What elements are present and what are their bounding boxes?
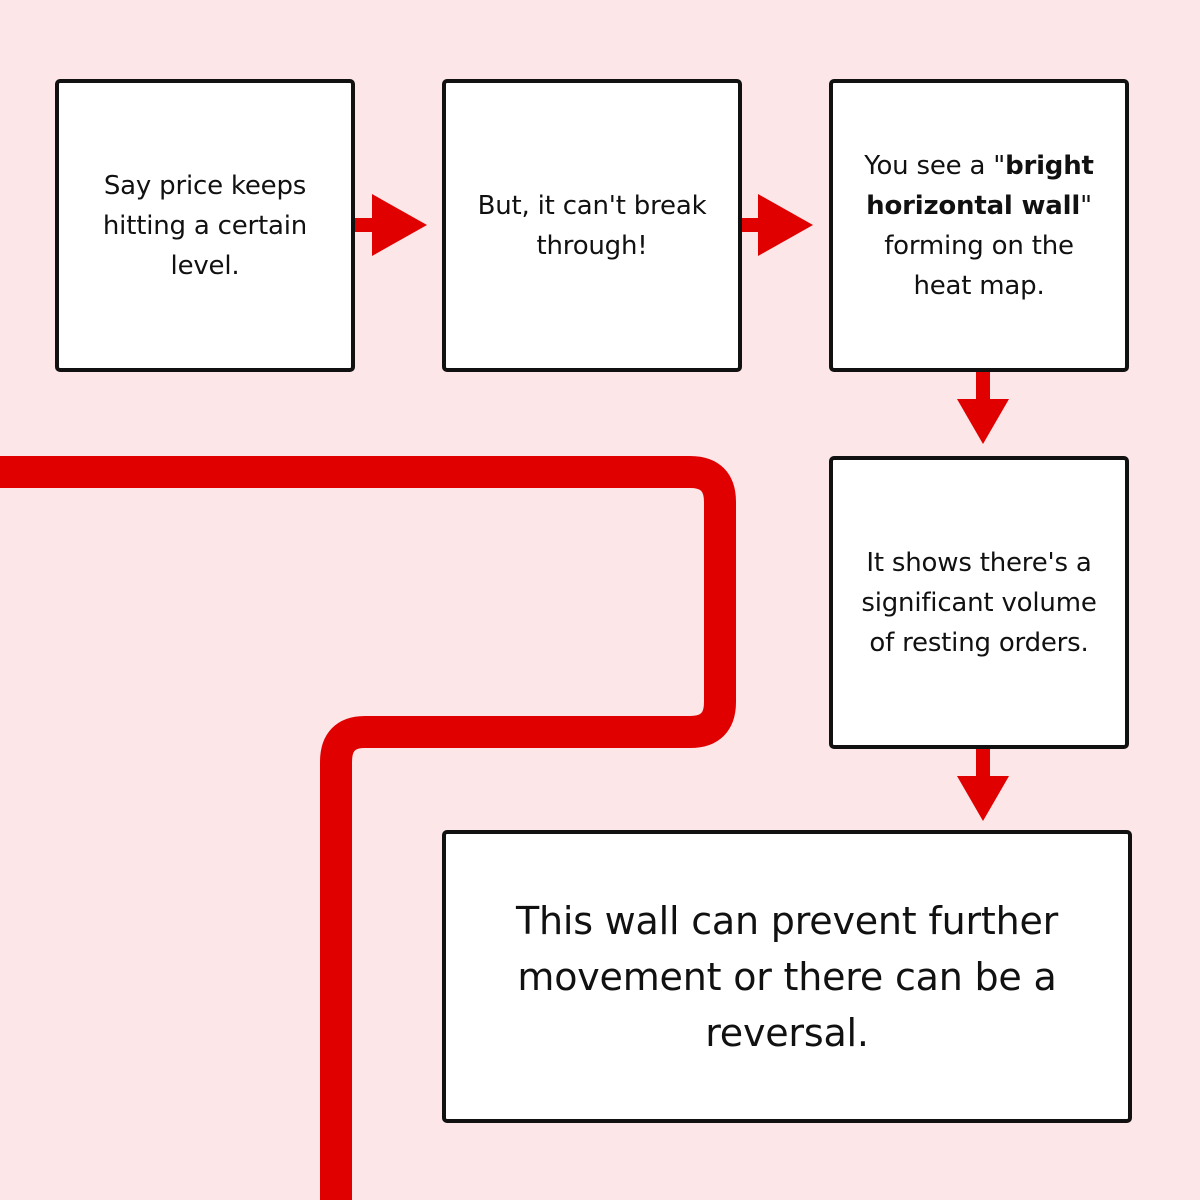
step-3-text: You see a "bright horizontal wall" formi… [854,146,1104,306]
step-5-text: This wall can prevent further movement o… [515,898,1059,1055]
step-3-text-before: You see a " [864,150,1006,181]
step-box-4: It shows there's a significant volume of… [829,456,1129,749]
step-box-5: This wall can prevent further movement o… [442,830,1132,1123]
step-box-2: But, it can't break through! [442,79,742,372]
arrow-step2-to-step3 [742,194,813,256]
step-3-text-bold: bright horizontal wall [866,150,1094,221]
step-1-text: Say price keeps hitting a certain level. [102,170,308,281]
decorative-red-path [0,456,736,1200]
arrow-step1-to-step2 [355,194,427,256]
step-box-1: Say price keeps hitting a certain level. [55,79,355,372]
step-3-text-after: " forming on the heat map. [884,190,1092,301]
arrow-step4-to-step5 [957,749,1009,821]
arrow-step3-to-step4 [957,372,1009,444]
step-4-text: It shows there's a significant volume of… [861,547,1097,658]
step-box-3: You see a "bright horizontal wall" formi… [829,79,1129,372]
step-2-text: But, it can't break through! [477,190,707,261]
